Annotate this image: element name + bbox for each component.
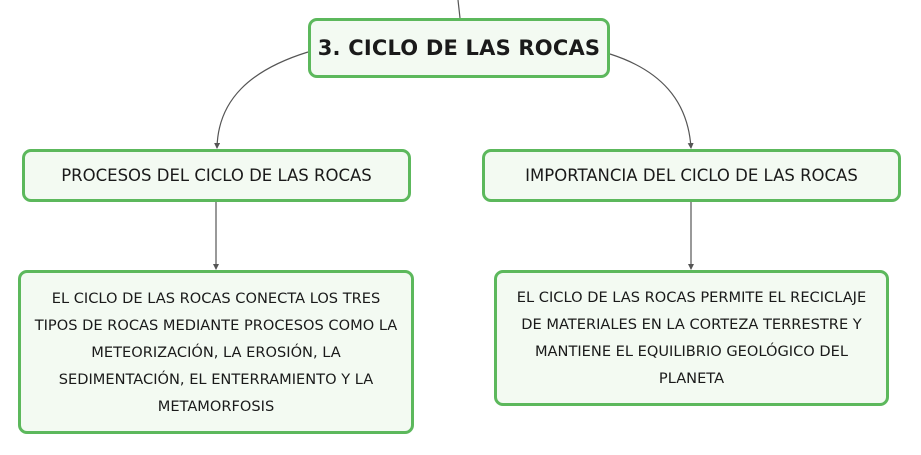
connector-root-to-left-branch <box>214 51 309 149</box>
detail-node-procesos[interactable]: EL CICLO DE LAS ROCAS CONECTA LOS TRES T… <box>18 270 414 434</box>
detail-text-importancia: EL CICLO DE LAS ROCAS PERMITE EL RECICLA… <box>516 289 867 387</box>
branch-label-importancia: IMPORTANCIA DEL CICLO DE LAS ROCAS <box>525 166 858 185</box>
incoming-connector <box>457 0 461 19</box>
branch-node-procesos[interactable]: PROCESOS DEL CICLO DE LAS ROCAS <box>22 149 411 202</box>
root-topic-node[interactable]: 3. CICLO DE LAS ROCAS <box>308 18 610 78</box>
connector-root-to-right-branch <box>609 53 694 149</box>
branch-label-procesos: PROCESOS DEL CICLO DE LAS ROCAS <box>61 166 372 185</box>
detail-text-procesos: EL CICLO DE LAS ROCAS CONECTA LOS TRES T… <box>34 289 398 415</box>
detail-node-importancia[interactable]: EL CICLO DE LAS ROCAS PERMITE EL RECICLA… <box>494 270 889 406</box>
branch-node-importancia[interactable]: IMPORTANCIA DEL CICLO DE LAS ROCAS <box>482 149 901 202</box>
root-topic-label: 3. CICLO DE LAS ROCAS <box>317 36 601 60</box>
